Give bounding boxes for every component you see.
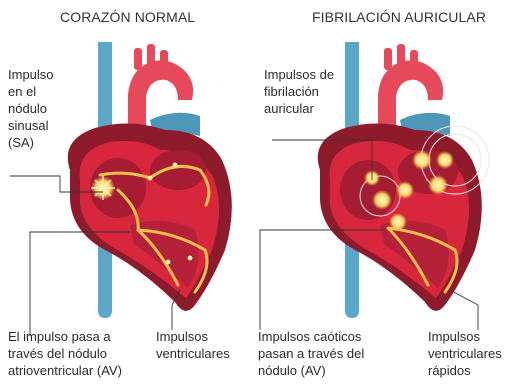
label-line: Impulsos	[428, 328, 502, 345]
label-line: fibrilación	[264, 83, 334, 100]
label-line: pasan a través del	[258, 345, 364, 362]
label-atrial-fibrillation-impulses: Impulsos de fibrilación auricular	[264, 66, 334, 117]
label-line: Impulsos de	[264, 66, 334, 83]
label-sa-node-impulse: Impulso en el nódulo sinusal (SA)	[8, 66, 54, 151]
label-line: en el	[8, 83, 54, 100]
label-line: nódulo	[8, 100, 54, 117]
normal-heart-illustration	[68, 42, 232, 318]
label-line: (SA)	[8, 134, 54, 151]
label-line: Impulso	[8, 66, 54, 83]
label-line: El impulso pasa a	[8, 328, 122, 345]
label-line: ventriculares	[428, 345, 502, 362]
label-line: auricular	[264, 100, 334, 117]
fibrillation-heart-illustration	[318, 42, 489, 318]
label-line: nódulo (AV)	[258, 362, 364, 379]
label-chaotic-impulses: Impulsos caóticos pasan a través del nód…	[258, 328, 364, 379]
label-line: ventriculares	[156, 345, 230, 362]
label-line: atrioventricular (AV)	[8, 362, 122, 379]
label-line: Impulsos	[156, 328, 230, 345]
label-line: sinusal	[8, 117, 54, 134]
label-ventricular-impulses: Impulsos ventriculares	[156, 328, 230, 362]
label-line: Impulsos caóticos	[258, 328, 364, 345]
label-line: rápidos	[428, 362, 502, 379]
label-line: través del nódulo	[8, 345, 122, 362]
label-av-node-impulse: El impulso pasa a través del nódulo atri…	[8, 328, 122, 379]
label-rapid-ventricular-impulses: Impulsos ventriculares rápidos	[428, 328, 502, 379]
